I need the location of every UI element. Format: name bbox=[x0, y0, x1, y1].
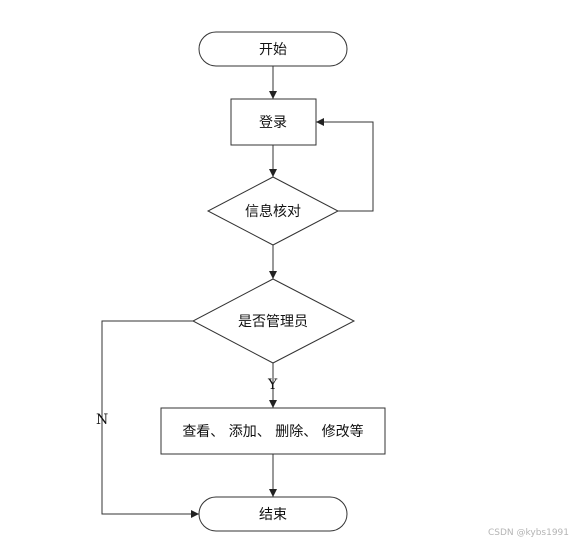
login-label: 登录 bbox=[259, 115, 287, 131]
is-admin-label: 是否管理员 bbox=[238, 314, 308, 330]
is-admin-node: 是否管理员 bbox=[191, 278, 356, 364]
end-label: 结束 bbox=[259, 507, 287, 523]
start-node: 开始 bbox=[198, 31, 348, 67]
login-node: 登录 bbox=[230, 98, 317, 146]
branch-no-label: N bbox=[96, 412, 108, 428]
edge-verify-loop-login bbox=[316, 118, 374, 212]
end-node: 结束 bbox=[198, 496, 348, 532]
edge-admin-no-end bbox=[101, 320, 199, 518]
actions-node: 查看、 添加、 删除、 修改等 bbox=[160, 407, 386, 455]
verify-node: 信息核对 bbox=[206, 176, 340, 246]
branch-yes-label: Y bbox=[267, 377, 278, 393]
start-label: 开始 bbox=[259, 42, 287, 58]
verify-label: 信息核对 bbox=[245, 203, 301, 220]
actions-label: 查看、 添加、 删除、 修改等 bbox=[182, 423, 363, 440]
watermark: CSDN @kybs1991 bbox=[487, 528, 569, 538]
